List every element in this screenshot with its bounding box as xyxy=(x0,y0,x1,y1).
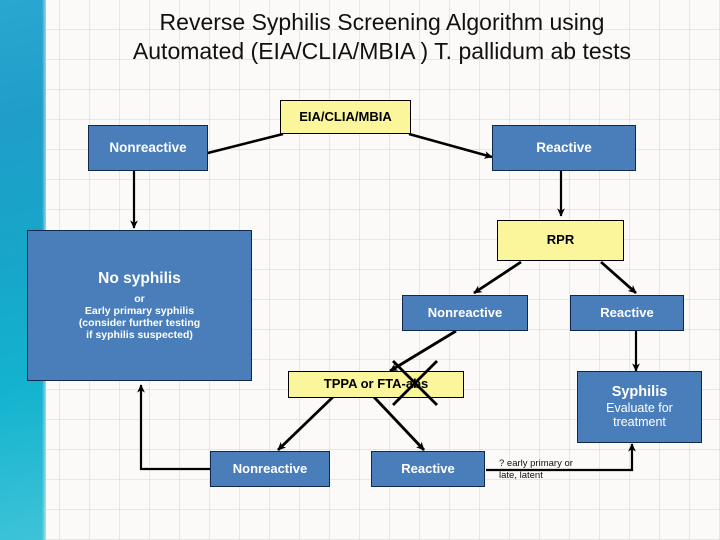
link-tppa-reactive-to-syphilis xyxy=(486,443,636,472)
node-tppa-nonreactive[interactable]: Nonreactive xyxy=(210,451,330,487)
link-tppa-to-reactive xyxy=(371,395,426,451)
node-syphilis-line-1: Evaluate for xyxy=(606,400,673,415)
title-line-1: Reverse Syphilis Screening Algorithm usi… xyxy=(159,9,605,35)
node-tppa-fta-abs[interactable]: TPPA or FTA-abs xyxy=(288,371,464,398)
page-title: Reverse Syphilis Screening Algorithm usi… xyxy=(58,8,706,67)
cross-stroke-2 xyxy=(392,360,438,406)
node-syphilis-heading: Syphilis xyxy=(611,384,668,401)
node-rpr-nonreactive[interactable]: Nonreactive xyxy=(402,295,528,331)
node-eia-reactive[interactable]: Reactive xyxy=(492,125,636,171)
node-rpr-reactive[interactable]: Reactive xyxy=(570,295,684,331)
node-rpr-nonreactive-label: Nonreactive xyxy=(427,304,503,320)
node-rpr[interactable]: RPR xyxy=(497,220,624,261)
node-tppa-reactive[interactable]: Reactive xyxy=(371,451,485,487)
link-rpr-to-nonreactive xyxy=(473,260,522,295)
annotation-early-primary-line-2: late, latent xyxy=(499,469,543,481)
node-no-syphilis-line-2: (consider further testing xyxy=(78,316,201,329)
node-tppa-reactive-label: Reactive xyxy=(401,460,455,476)
link-rpr-to-reactive xyxy=(600,260,637,295)
annotation-early-primary: ? early primary or late, latent xyxy=(499,458,609,482)
node-eia-nonreactive-label: Nonreactive xyxy=(109,140,187,156)
node-eia-reactive-label: Reactive xyxy=(536,140,592,156)
node-no-syphilis-or: or xyxy=(134,292,145,305)
node-no-syphilis-heading: No syphilis xyxy=(98,269,181,287)
node-tppa-nonreactive-label: Nonreactive xyxy=(232,460,308,476)
node-eia-nonreactive[interactable]: Nonreactive xyxy=(88,125,208,171)
node-eia-clia-mbia[interactable]: EIA/CLIA/MBIA xyxy=(280,100,411,134)
node-no-syphilis-line-1: Early primary syphilis xyxy=(84,304,195,317)
link-rpr-nonreactive-to-tppa xyxy=(389,329,457,373)
node-no-syphilis-line-3: if syphilis suspected) xyxy=(86,328,193,341)
node-syphilis-evaluate[interactable]: Syphilis Evaluate for treatment xyxy=(577,371,702,443)
node-no-syphilis[interactable]: No syphilis or Early primary syphilis (c… xyxy=(27,230,252,381)
node-rpr-label: RPR xyxy=(546,232,575,248)
annotation-early-primary-line-1: ? early primary or xyxy=(499,458,573,469)
link-tppa-nonreactive-to-no-syphilis xyxy=(137,384,210,471)
node-syphilis-line-2: treatment xyxy=(613,415,666,430)
link-eia-to-reactive xyxy=(408,132,493,159)
node-tppa-label: TPPA or FTA-abs xyxy=(323,376,429,392)
node-rpr-reactive-label: Reactive xyxy=(600,304,654,320)
title-line-2: Automated (EIA/CLIA/MBIA ) T. pallidum a… xyxy=(132,38,632,65)
link-tppa-to-nonreactive xyxy=(277,394,335,452)
node-eia-label: EIA/CLIA/MBIA xyxy=(299,108,392,124)
